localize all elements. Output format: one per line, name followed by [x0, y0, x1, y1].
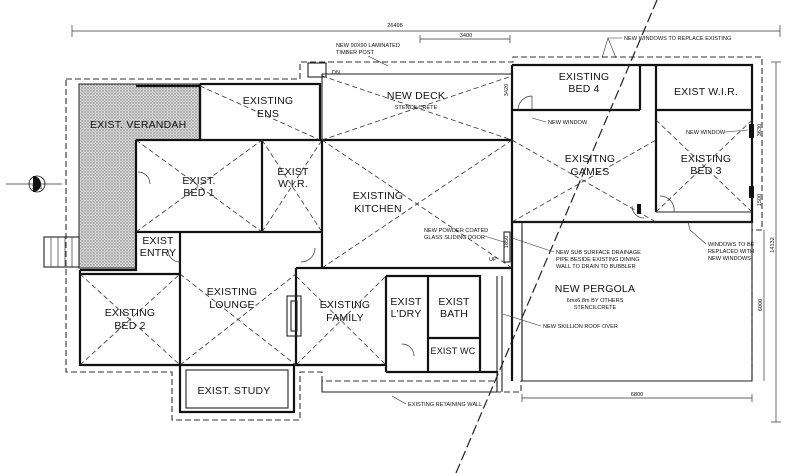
overall-dimension: 26498 — [71, 23, 781, 37]
note-new-window-2: NEW WINDOW — [686, 130, 726, 136]
section-number: 1 — [35, 178, 38, 184]
room-bed1: EXIST.BED 1 — [182, 175, 215, 199]
note-new-window-1: NEW WINDOW — [548, 120, 588, 126]
room-pergola: NEW PERGOLA — [555, 283, 635, 295]
right-dimensions: 14132 6000 3630 1500 3420 1850 — [504, 61, 781, 423]
room-wc: EXIST WC — [431, 346, 476, 356]
ldry-dim-label: 1850 — [504, 236, 510, 248]
room-verandah: EXIST. VERANDAH — [90, 119, 186, 131]
section-marker: 1 10.1 — [6, 175, 62, 193]
deck-small-dim-label: 3420 — [504, 84, 510, 96]
note-windows-replace: NEW WINDOWS TO REPLACE EXISTING — [624, 36, 731, 42]
room-deck: NEW DECK — [387, 90, 445, 102]
room-wir-top: EXIST W.I.R. — [674, 86, 738, 98]
note-dn: DN — [332, 70, 340, 76]
pergola-width-dim-label: 6800 — [631, 392, 643, 398]
note-retaining: EXISTING RETAINING WALL — [408, 402, 482, 408]
pergola-height-dim-label: 6000 — [758, 299, 764, 311]
outer-envelope — [65, 56, 763, 421]
ceiling-lines — [79, 75, 753, 366]
section-sheet: 10.1 — [32, 185, 43, 191]
bed3-dim-label: 3630 — [757, 124, 763, 136]
room-study: EXIST. STUDY — [198, 385, 271, 397]
annotations: NEW WINDOWS TO REPLACE EXISTING NEW 90X9… — [332, 36, 755, 408]
pergola-width-dimension: 6800 — [521, 392, 753, 402]
deck-width-dimension: 3400 — [419, 33, 511, 43]
door-swings — [137, 95, 675, 357]
deck-width-dim-label: 3400 — [460, 33, 472, 39]
note-up: UP — [489, 257, 497, 263]
overall-dim-label: 26498 — [387, 23, 403, 29]
note-skillion: NEW SKILLION ROOF OVER — [543, 324, 618, 330]
verandah-steps — [43, 236, 80, 268]
height-dim-label: 14132 — [770, 237, 776, 253]
deck-finish: STENCILCRETE — [395, 105, 438, 111]
boundary-line — [455, 0, 658, 473]
window-dim-label: 1500 — [757, 194, 763, 206]
window-markers — [503, 124, 754, 263]
